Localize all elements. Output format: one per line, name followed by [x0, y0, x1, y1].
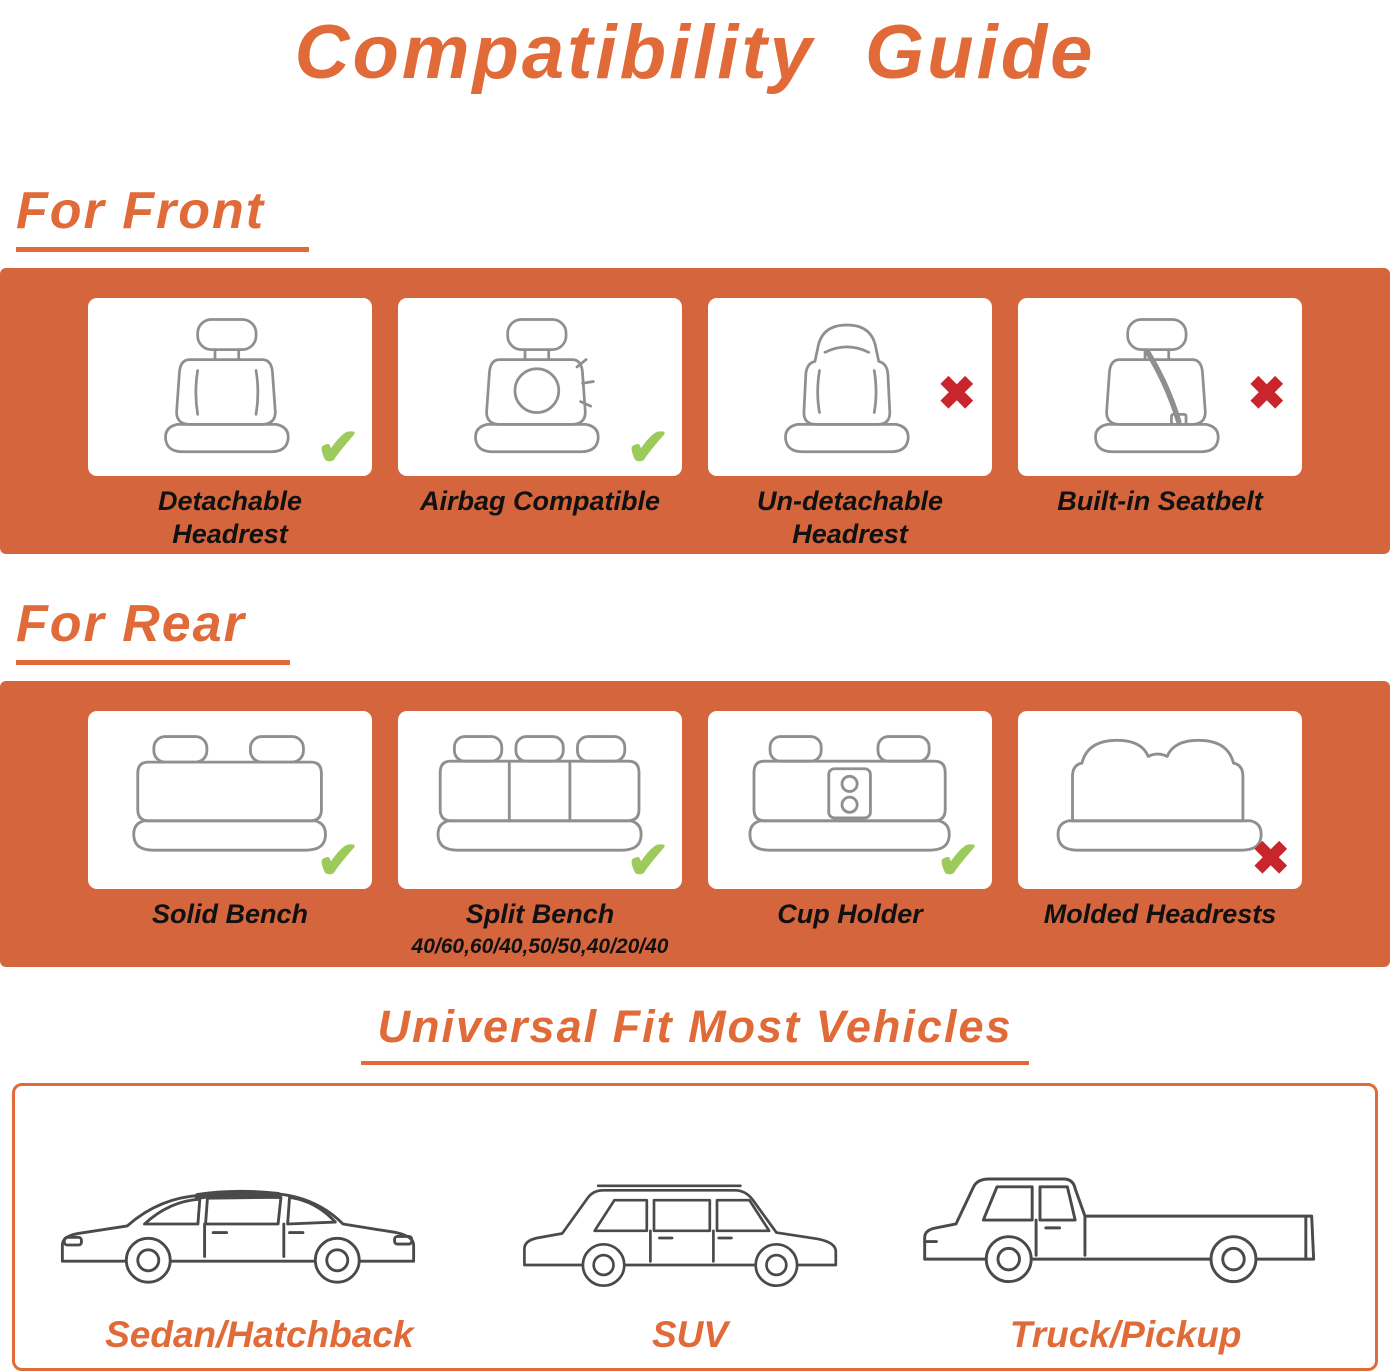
check-icon: ✔	[626, 419, 670, 478]
vehicle-label: Sedan/Hatchback	[105, 1314, 414, 1356]
rear-card-split-bench: ✔ Split Bench 40/60,60/40,50/50,40/20/40	[394, 711, 686, 967]
check-icon: ✔	[316, 419, 360, 478]
check-icon: ✔	[316, 832, 360, 891]
rear-banner: ✔ Solid Bench ✔ S	[0, 681, 1390, 968]
card-label: Split Bench	[465, 899, 615, 930]
vehicle-box: Sedan/Hatchback	[12, 1083, 1378, 1372]
universal-section-heading: Universal Fit Most Vehicles	[361, 1001, 1029, 1066]
card-label: Molded Headrests	[1043, 899, 1277, 930]
check-icon: ✔	[626, 832, 670, 891]
card-label: Built-in Seatbelt	[1057, 486, 1263, 517]
front-banner: ✔ Detachable Headrest ✔	[0, 268, 1390, 555]
front-seat-detachable-headrest-icon	[164, 318, 290, 454]
front-seat-builtin-seatbelt-icon	[1094, 318, 1220, 454]
card-label: Cup Holder	[777, 899, 923, 930]
front-card-undetachable-headrest: ✖ Un-detachable Headrest	[704, 298, 996, 554]
vehicle-sedan: Sedan/Hatchback	[49, 1138, 469, 1356]
front-card-builtin-seatbelt: ✖ Built-in Seatbelt	[1014, 298, 1306, 554]
vehicle-truck: Truck/Pickup	[911, 1134, 1341, 1356]
rear-split-bench-icon	[437, 735, 643, 852]
front-card-detachable-headrest: ✔ Detachable Headrest	[84, 298, 376, 554]
card-label: Airbag Compatible	[419, 486, 661, 517]
front-card-airbag-compatible: ✔ Airbag Compatible	[394, 298, 686, 554]
card-label: Solid Bench	[151, 899, 308, 930]
seat-illustration-card: ✔	[88, 298, 372, 478]
front-seat-undetachable-headrest-icon	[784, 323, 910, 454]
seat-illustration-card: ✔	[398, 298, 682, 478]
split-bench-ratios: 40/60,60/40,50/50,40/20/40	[411, 935, 669, 959]
cross-icon: ✖	[1251, 832, 1290, 885]
cross-icon: ✖	[1247, 367, 1286, 420]
seat-illustration-card: ✖	[708, 298, 992, 477]
seat-illustration-card: ✔	[708, 711, 992, 891]
rear-cup-holder-icon	[748, 735, 952, 852]
seat-illustration-card: ✖	[1018, 711, 1302, 890]
sedan-icon	[61, 1189, 416, 1284]
front-seat-airbag-icon	[474, 318, 600, 454]
rear-solid-bench-icon	[132, 735, 328, 852]
rear-card-molded-headrests: ✖ Molded Headrests	[1014, 711, 1306, 967]
seat-illustration-card: ✔	[88, 711, 372, 891]
seat-illustration-card: ✔	[398, 711, 682, 891]
card-label: Detachable Headrest	[157, 486, 303, 550]
check-icon: ✔	[936, 832, 980, 891]
suv-icon	[523, 1184, 838, 1288]
rear-section-heading: For Rear	[16, 594, 290, 666]
cross-icon: ✖	[937, 367, 976, 420]
rear-molded-headrests-icon	[1057, 739, 1263, 852]
front-section-heading: For Front	[16, 181, 310, 253]
page-title: Compatibility Guide	[294, 10, 1096, 95]
card-label: Un-detachable Headrest	[756, 486, 944, 550]
rear-card-solid-bench: ✔ Solid Bench	[84, 711, 376, 967]
vehicle-suv: SUV	[510, 1148, 870, 1356]
vehicle-label: Truck/Pickup	[1009, 1314, 1242, 1356]
vehicle-label: SUV	[651, 1314, 729, 1356]
rear-card-cup-holder: ✔ Cup Holder	[704, 711, 996, 967]
seat-illustration-card: ✖	[1018, 298, 1302, 477]
truck-icon	[922, 1177, 1315, 1284]
